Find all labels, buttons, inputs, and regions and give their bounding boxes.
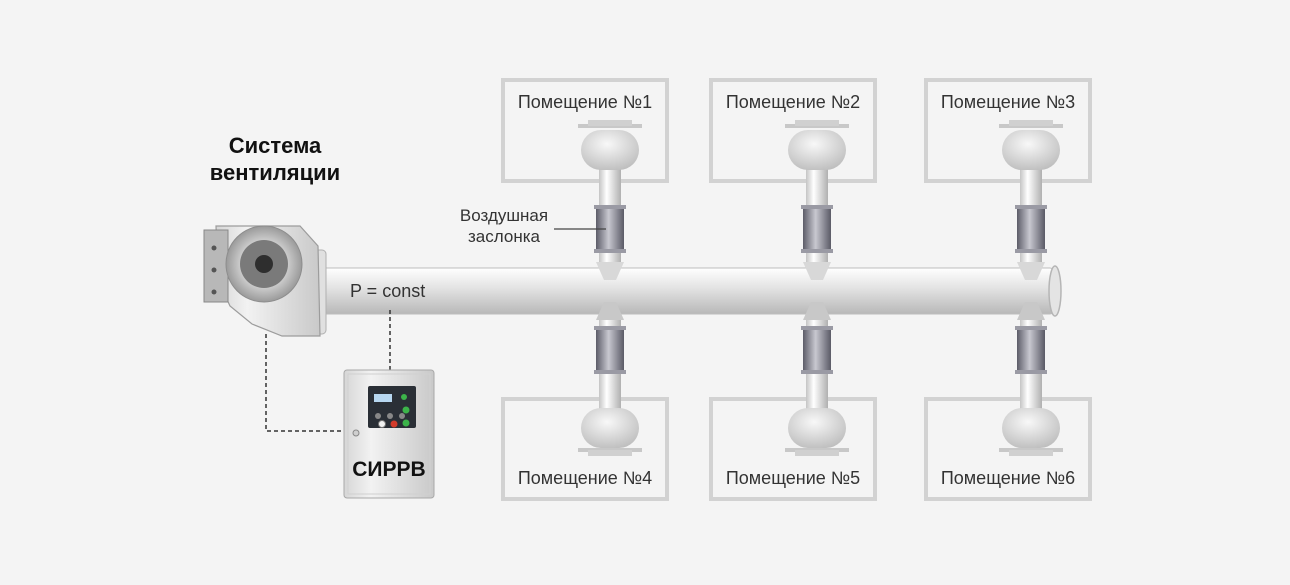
room-box-2 <box>709 78 877 183</box>
air-damper-6 <box>1015 326 1047 374</box>
air-damper-5 <box>801 326 833 374</box>
damper-label-line-2: заслонка <box>468 227 540 246</box>
title-line-1: Система <box>228 133 322 158</box>
controller-cabinet <box>343 369 435 499</box>
room-box-6 <box>924 397 1092 501</box>
diffuser-1 <box>578 120 642 170</box>
title-line-2: вентиляции <box>209 160 341 185</box>
tee-joint-2 <box>803 262 831 280</box>
tee-joint-4 <box>596 302 624 320</box>
pressure-label: P = const <box>350 281 426 301</box>
controller-label: СИРРВ <box>352 458 426 481</box>
diffuser-2 <box>785 120 849 170</box>
room-label-1: Помещение №1 <box>517 92 653 112</box>
air-damper-label: Воздушная заслонка <box>440 205 568 247</box>
diffuser-5 <box>785 408 849 456</box>
room-box-3 <box>924 78 1092 183</box>
diffuser-3 <box>999 120 1063 170</box>
damper-label-line-1: Воздушная <box>459 206 549 225</box>
air-damper-2 <box>801 205 833 253</box>
room-box-4 <box>501 397 669 501</box>
room-label-6: Помещение №6 <box>940 468 1076 488</box>
diffuser-4 <box>578 408 642 456</box>
fan-control-signal-line <box>265 334 344 432</box>
diffuser-6 <box>999 408 1063 456</box>
air-damper-4 <box>594 326 626 374</box>
room-label-5: Помещение №5 <box>725 468 861 488</box>
room-label-3: Помещение №3 <box>940 92 1076 112</box>
system-title: Система вентиляции <box>190 132 360 186</box>
air-damper-3 <box>1015 205 1047 253</box>
room-label-4: Помещение №4 <box>517 468 653 488</box>
duct-end-cap <box>1048 265 1062 317</box>
fan-unit <box>203 225 327 337</box>
room-label-2: Помещение №2 <box>725 92 861 112</box>
room-box-1 <box>501 78 669 183</box>
room-box-5 <box>709 397 877 501</box>
main-duct <box>321 267 1055 315</box>
tee-joint-1 <box>596 262 624 280</box>
tee-joint-6 <box>1017 302 1045 320</box>
tee-joint-5 <box>803 302 831 320</box>
tee-joint-3 <box>1017 262 1045 280</box>
